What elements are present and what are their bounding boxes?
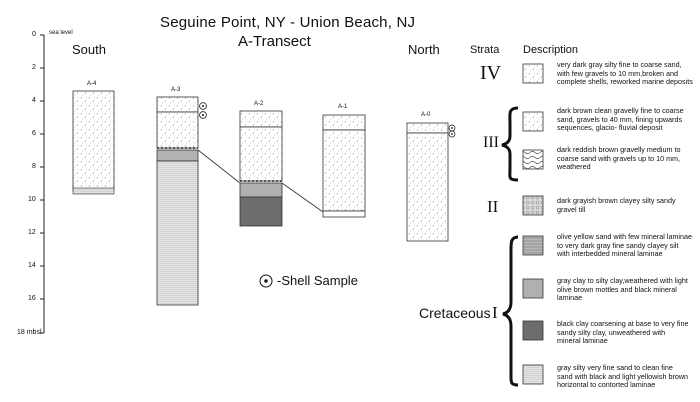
tick-label: 10 — [28, 196, 36, 203]
south-label: South — [72, 42, 106, 57]
cretaceous-label: Cretaceous — [419, 305, 491, 321]
description-iii-b: dark reddish brown gravelly medium to co… — [557, 145, 681, 172]
description-header: Description — [523, 44, 579, 56]
strata-iv: IV — [480, 62, 502, 84]
tick-label: 16 — [28, 295, 36, 302]
core-a1 — [322, 114, 366, 218]
description-iv: very dark gray silty fine to coarse sand… — [557, 60, 693, 87]
core-label: A-1 — [338, 104, 348, 110]
core-a0 — [406, 122, 449, 242]
core-label: A-2 — [254, 101, 264, 107]
tick-label: 6 — [32, 130, 36, 137]
legend-swatches — [522, 63, 544, 385]
core-a2 — [239, 110, 283, 227]
depth-bottom-label: 18 mbsl — [17, 329, 42, 336]
core-label: A-3 — [171, 87, 181, 93]
strata-ii: II — [487, 197, 499, 216]
north-label: North — [408, 42, 440, 57]
brace-iii — [501, 106, 519, 182]
tick-label: 8 — [32, 163, 36, 170]
tick-label: 12 — [28, 229, 36, 236]
core-label: A-0 — [421, 112, 431, 118]
core-label: A-4 — [87, 81, 97, 87]
shell-sample-legend: -Shell Sample — [277, 273, 358, 288]
description-i-c: black clay coarsening at base to very fi… — [557, 319, 689, 346]
brace-cretaceous — [502, 235, 519, 387]
description-i-b: gray clay to silty clay,weathered with l… — [557, 276, 688, 303]
strata-iii: III — [483, 134, 499, 151]
description-i-a: olive yellow sand with few mineral lamin… — [557, 232, 693, 259]
diagram-title: Seguine Point, NY - Union Beach, NJ — [160, 14, 416, 31]
shell-sample-icon — [199, 102, 456, 138]
description-ii: dark grayish brown clayey silty sandy gr… — [557, 196, 676, 214]
core-a3 — [156, 96, 199, 306]
tick-label: 0 — [32, 31, 36, 38]
diagram-subtitle: A-Transect — [238, 33, 311, 50]
core-a4 — [72, 90, 115, 195]
description-iii-a: dark brown clean gravelly fine to coarse… — [557, 106, 684, 133]
tick-label: 2 — [32, 64, 36, 71]
strata-header: Strata — [470, 44, 500, 56]
tick-label: 4 — [32, 97, 36, 104]
strata-i: I — [492, 303, 498, 322]
description-i-d: gray silty very fine sand to clean fine … — [557, 363, 689, 390]
shell-legend-icon — [259, 274, 273, 288]
tick-label: 14 — [28, 262, 36, 269]
sea-level-label: sea level — [49, 30, 73, 36]
